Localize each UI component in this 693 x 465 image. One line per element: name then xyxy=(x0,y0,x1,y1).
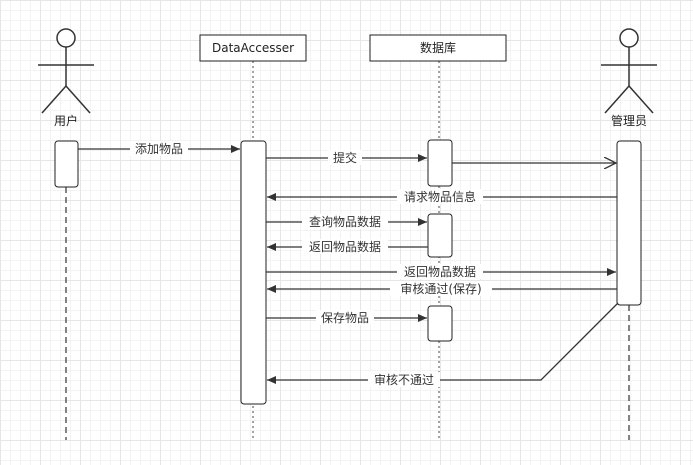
actor-user-label: 用户 xyxy=(54,113,78,128)
message-query-data[interactable]: 查询物品数据 xyxy=(266,214,427,229)
message-submit[interactable]: 提交 xyxy=(266,150,427,165)
actor-user[interactable] xyxy=(38,28,94,114)
message-save-item-label: 保存物品 xyxy=(321,311,369,325)
participant-database[interactable]: 数据库 xyxy=(369,34,507,62)
actor-user-head-icon xyxy=(56,28,76,48)
message-add-item-label: 添加物品 xyxy=(135,142,183,156)
message-return-data-db-label: 返回物品数据 xyxy=(309,239,381,254)
participant-data-accesser[interactable]: DataAccesser xyxy=(199,34,307,62)
message-submit-label: 提交 xyxy=(333,150,357,165)
message-add-item[interactable]: 添加物品 xyxy=(78,141,240,156)
message-query-data-label: 查询物品数据 xyxy=(309,214,381,229)
participant-data-accesser-label: DataAccesser xyxy=(212,41,294,55)
message-review-pass[interactable]: 审核通过(保存) xyxy=(267,281,617,296)
activation-admin xyxy=(616,140,642,306)
message-request-info-label: 请求物品信息 xyxy=(404,189,476,204)
message-review-fail-label: 审核不通过 xyxy=(374,372,434,387)
message-review-fail[interactable]: 审核不通过 xyxy=(267,302,619,387)
message-review-pass-label: 审核通过(保存) xyxy=(400,281,481,296)
message-return-data-db[interactable]: 返回物品数据 xyxy=(267,239,428,254)
activation-accesser xyxy=(240,140,267,405)
activation-database-3 xyxy=(427,305,453,342)
message-return-data-admin-label: 返回物品数据 xyxy=(404,264,476,279)
participant-database-label: 数据库 xyxy=(420,40,456,55)
actor-admin-label: 管理员 xyxy=(611,113,647,128)
message-request-info[interactable]: 请求物品信息 xyxy=(267,189,617,204)
message-save-item[interactable]: 保存物品 xyxy=(266,310,427,325)
actor-admin-head-icon xyxy=(619,28,639,48)
activation-user xyxy=(54,140,79,188)
actor-admin[interactable] xyxy=(601,28,657,114)
message-return-data-admin[interactable]: 返回物品数据 xyxy=(266,264,616,279)
activation-database-2 xyxy=(427,213,453,258)
activation-database-1 xyxy=(427,139,453,187)
